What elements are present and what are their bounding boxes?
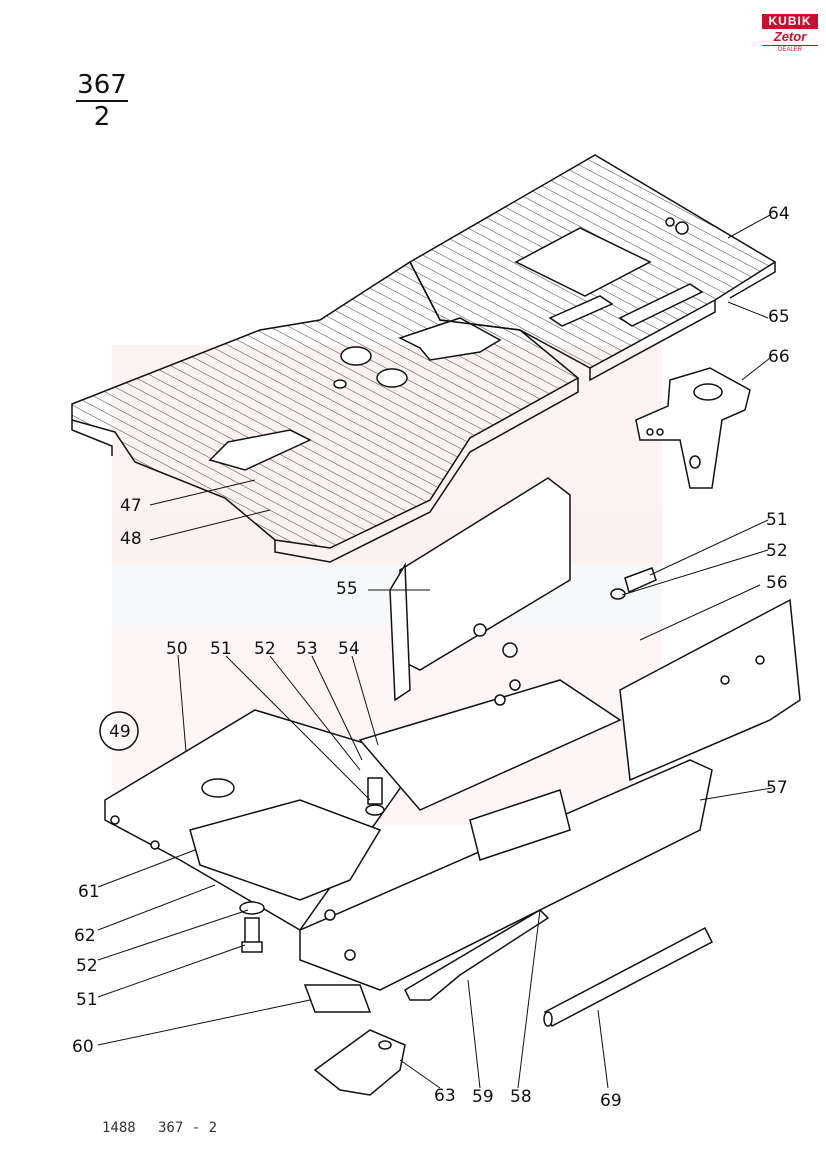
callout-numbers: 64 65 66 47 48 55 51 52 56 50 51 52 53 5…: [72, 204, 790, 1111]
footer-code-right: 367 - 2: [158, 1120, 218, 1136]
callout-47: 47: [120, 496, 142, 516]
callout-51-right: 51: [766, 510, 788, 530]
callout-69: 69: [600, 1091, 622, 1111]
clamp-part-63: [313, 1029, 406, 1096]
bolt-assembly-center: [365, 777, 385, 816]
callout-63: 63: [434, 1086, 456, 1106]
callout-circle-49: [99, 711, 139, 751]
bolt-assembly-right: [610, 567, 657, 600]
bracket-part-66: [635, 367, 751, 489]
callout-50: 50: [166, 639, 188, 659]
callout-51-left: 51: [76, 990, 98, 1010]
callout-52-left: 52: [76, 956, 98, 976]
floor-mat-right: [409, 154, 777, 382]
callout-57: 57: [766, 778, 788, 798]
callout-59: 59: [472, 1087, 494, 1107]
callout-49: 49: [109, 722, 131, 742]
bolt-assembly-left: [239, 901, 265, 953]
group-number: 367 2: [76, 70, 128, 132]
leader-lines: [97, 214, 773, 1089]
footer-code-left: 1488: [102, 1120, 136, 1136]
callout-54: 54: [338, 639, 360, 659]
callout-52-right: 52: [766, 541, 788, 561]
floor-mat-left: [71, 260, 580, 563]
logo-line-2: Zetor: [773, 29, 807, 44]
callout-56: 56: [766, 573, 788, 593]
callout-55: 55: [336, 579, 358, 599]
callout-53: 53: [296, 639, 318, 659]
cab-frame: [104, 477, 801, 1013]
dealer-logo: KUBIK Zetor DEALER: [762, 14, 818, 60]
callout-48: 48: [120, 529, 142, 549]
logo-line-1: KUBIK: [762, 14, 818, 29]
callout-61: 61: [78, 882, 100, 902]
group-number-denominator: 2: [93, 102, 111, 132]
callout-58: 58: [510, 1087, 532, 1107]
rod-part-69: [543, 926, 713, 1028]
callout-52-center: 52: [254, 639, 276, 659]
group-number-numerator: 367: [76, 70, 128, 102]
callout-66: 66: [768, 347, 790, 367]
callout-60: 60: [72, 1037, 94, 1057]
callout-64: 64: [768, 204, 790, 224]
callout-51-center: 51: [210, 639, 232, 659]
logo-line-3: DEALER: [762, 45, 818, 54]
callout-62: 62: [74, 926, 96, 946]
callout-65: 65: [768, 307, 790, 327]
